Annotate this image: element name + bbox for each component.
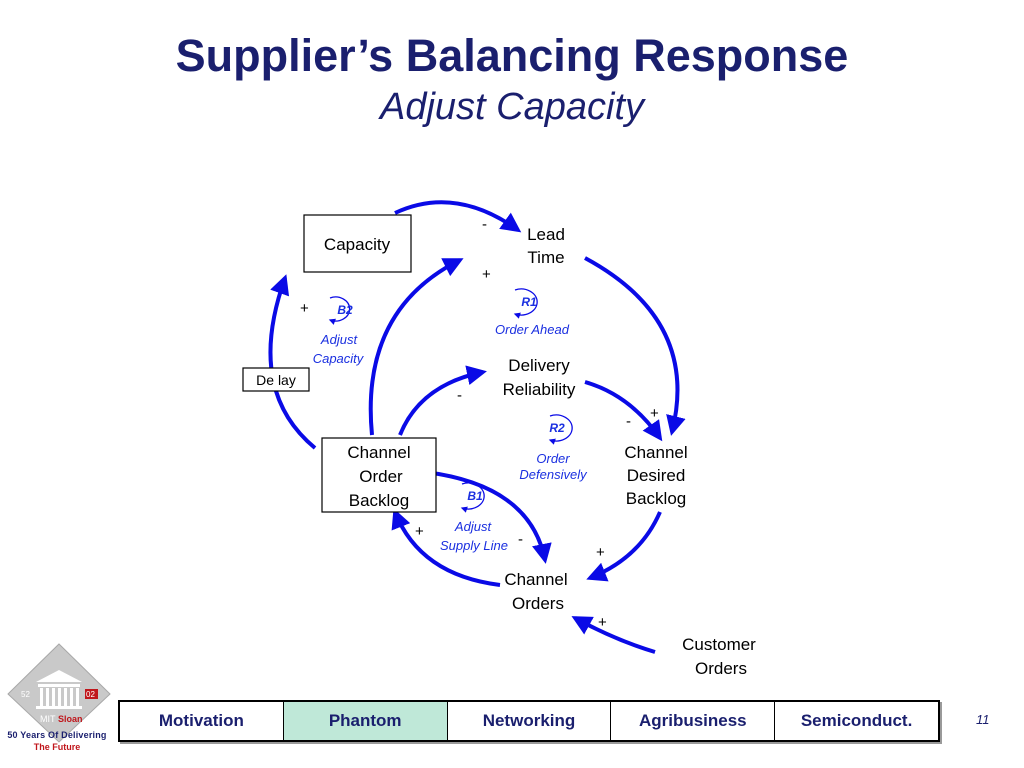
- channel-order-backlog-label-2: Order: [359, 467, 403, 486]
- logo-right-number: 02: [86, 690, 95, 699]
- sign-capacity-to-leadtime: -: [482, 216, 487, 233]
- sign-b2-plus: +: [300, 300, 309, 317]
- sign-orders-to-backlog: +: [415, 523, 424, 540]
- loop-b1-id: B1: [467, 489, 483, 503]
- arrow-desired-backlog-to-orders: [586, 511, 662, 582]
- channel-orders-label-2: Orders: [512, 594, 564, 613]
- sign-customer-plus: +: [598, 614, 607, 631]
- sign-desired-minus: -: [626, 413, 631, 430]
- loop-r1-label: Order Ahead: [495, 322, 570, 337]
- arrow-leadtime-to-desired-backlog: [584, 256, 686, 436]
- nav-semiconduct[interactable]: Semiconduct.: [775, 702, 938, 740]
- loop-r1-circle: [513, 288, 538, 319]
- nav-phantom[interactable]: Phantom: [283, 702, 448, 740]
- lead-time-label-1: Lead: [527, 225, 565, 244]
- loop-b2-id: B2: [337, 303, 353, 317]
- customer-orders-label-1: Customer: [682, 635, 756, 654]
- logo-mit: MIT: [40, 714, 56, 724]
- sign-backlog-to-reliability: -: [457, 387, 462, 404]
- loop-r2-id: R2: [549, 421, 565, 435]
- loop-r2-label-2: Defensively: [519, 467, 588, 482]
- loop-b2-circle: [328, 296, 351, 325]
- loop-b2-label-1: Adjust: [320, 332, 359, 347]
- capacity-label: Capacity: [324, 235, 391, 254]
- channel-order-backlog-box: [321, 437, 437, 513]
- loop-b2-label-2: Capacity: [313, 351, 365, 366]
- arrow-capacity-to-leadtime: [394, 200, 522, 233]
- arrow-backlog-to-orders: [424, 470, 552, 564]
- arrow-reliability-to-desired-backlog: [584, 380, 663, 442]
- arrow-backlog-to-reliability: [398, 365, 487, 436]
- slide-subtitle: Adjust Capacity: [379, 86, 644, 128]
- delay-label: De lay: [256, 372, 296, 388]
- sign-desired-plus: +: [650, 405, 659, 422]
- channel-desired-backlog-label-1: Channel: [624, 443, 687, 462]
- sign-backlog-to-orders: -: [518, 531, 523, 548]
- channel-desired-backlog-label-2: Desired: [627, 466, 686, 485]
- logo-sloan: Sloan: [58, 714, 83, 724]
- sign-desired-to-orders: +: [596, 544, 605, 561]
- arrow-customer-to-orders: [571, 616, 656, 654]
- nav-agribusiness[interactable]: Agribusiness: [611, 702, 776, 740]
- slide-title: Supplier’s Balancing Response: [175, 30, 849, 81]
- loop-b1-label-2: Supply Line: [440, 538, 508, 553]
- channel-desired-backlog-label-3: Backlog: [626, 489, 686, 508]
- logo-tagline-2: The Future: [33, 742, 81, 752]
- loop-r1-id: R1: [521, 295, 537, 309]
- channel-orders-label-1: Channel: [504, 570, 567, 589]
- nav-motivation[interactable]: Motivation: [120, 702, 284, 740]
- loop-b1-circle: [460, 482, 485, 513]
- channel-order-backlog-label-1: Channel: [347, 443, 410, 462]
- logo-tagline-1: 50 Years Of Delivering: [7, 730, 107, 740]
- customer-orders-label-2: Orders: [695, 659, 747, 678]
- loop-b1-label-1: Adjust: [454, 519, 493, 534]
- lead-time-label-2: Time: [527, 248, 564, 267]
- logo-left-number: 52: [21, 690, 30, 699]
- mit-sloan-logo: 52 02 MIT Sloan: [7, 643, 111, 743]
- channel-order-backlog-label-3: Backlog: [349, 491, 409, 510]
- delivery-reliability-label-1: Delivery: [508, 356, 570, 375]
- loop-r2-label-1: Order: [536, 451, 570, 466]
- arrow-orders-to-backlog: [391, 508, 501, 587]
- delivery-reliability-label-2: Reliability: [503, 380, 576, 399]
- arrow-backlog-to-leadtime: [368, 258, 464, 436]
- capacity-box: [303, 214, 412, 273]
- section-nav: Motivation Phantom Networking Agribusine…: [118, 700, 940, 742]
- causal-loop-diagram: Capacity De lay Channel Order Backlog Le…: [242, 200, 756, 678]
- delay-box: [242, 367, 310, 392]
- loop-r2-circle: [548, 414, 573, 445]
- page-number: 11: [976, 712, 990, 727]
- sign-leadtime-plus: +: [482, 266, 491, 283]
- nav-networking[interactable]: Networking: [447, 702, 612, 740]
